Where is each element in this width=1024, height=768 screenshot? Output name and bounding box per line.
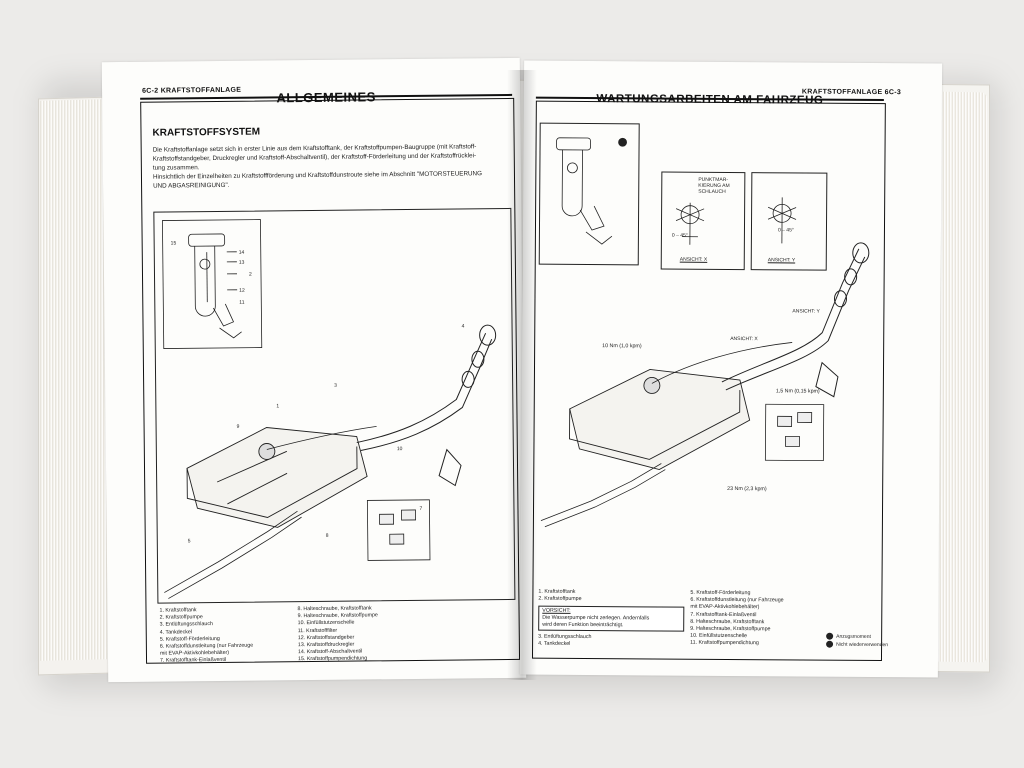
clamp-detail-drawing (379, 509, 416, 545)
callout-label: 13 (239, 260, 245, 266)
torque-symbol-icon (826, 632, 834, 640)
left-page-edges (40, 99, 110, 661)
legend-item: 2. Kraftstoffpumpe (538, 595, 582, 603)
legend-column-1: 1. Kraftstofftank 2. Kraftstoffpumpe (538, 589, 581, 604)
callout-label: 12 (239, 288, 245, 294)
key-torque: Anzugsmoment (836, 633, 871, 640)
callout-label: 3 (334, 383, 337, 389)
view-x-callout: ANSICHT: X (730, 335, 758, 343)
view-y-callout: ANSICHT: Y (792, 308, 820, 315)
fuel-system-diagram: 15 14 13 2 12 11 1 3 4 5 6 7 8 9 10 (162, 219, 497, 599)
book-gutter (507, 70, 537, 680)
detail-view-x: PUNKTMAR- KIERUNG AM SCHLAUCH 0 – 45° AN… (660, 171, 746, 271)
legend-column-2: 5. Kraftstoff-Förderleitung 6. Kraftstof… (690, 590, 784, 648)
fuel-pump-drawing (188, 233, 242, 339)
fuel-tank-drawing (186, 427, 368, 528)
subheading: KRAFTSTOFFSYSTEM (152, 126, 261, 139)
callout-label: 14 (239, 250, 245, 256)
key-reuse: Nicht wiederverwenden (836, 641, 889, 649)
legend-item: 11. Kraftstoffpumpendichtung (690, 640, 759, 647)
filler-neck-drawing (721, 242, 870, 398)
view-x-drawing (675, 202, 705, 245)
callout-label: 10 (397, 446, 403, 452)
fuel-lines-drawing (164, 425, 377, 599)
right-page-edges (935, 91, 987, 663)
service-diagram (540, 242, 870, 528)
legend-item: 15. Kraftstoffpumpendichtung (298, 655, 368, 663)
callout-label: 2 (249, 272, 252, 278)
fuel-tank-drawing (569, 368, 751, 470)
callout-label: 15 (171, 240, 177, 246)
callout-label: 11 (239, 300, 244, 306)
legend-item: 7. Kraftstofftank-Einlaßventil (160, 657, 227, 665)
clamp-detail-frame (764, 403, 825, 462)
left-page: 6C-2 KRAFTSTOFFANLAGE ALLGEMEINES KRAFTS… (101, 57, 527, 683)
detail-inset-frame (366, 499, 431, 561)
callout-label: 1 (276, 403, 279, 409)
pump-inset-frame (162, 219, 263, 349)
legend-column-2: 8. Halteschraube, Kraftstofftank 9. Halt… (297, 605, 378, 663)
fuel-lines-drawing (540, 342, 793, 528)
no-reuse-symbol-icon (826, 640, 834, 648)
fuel-pump-inset-drawing (556, 137, 627, 245)
right-page: KRAFTSTOFFANLAGE 6C-3 WARTUNGSARBEITEN A… (519, 60, 943, 678)
torque-spec: 23 Nm (2,3 kpm) (727, 485, 767, 493)
view-y-drawing (767, 197, 797, 244)
symbol-key: Anzugsmoment Nicht wiederverwenden (826, 632, 889, 649)
callout-label: 4 (462, 323, 465, 329)
legend-column-1: 1. Kraftstofftank 2. Kraftstoffpumpe 3. … (159, 607, 253, 666)
clamp-detail-drawing (777, 412, 813, 447)
legend-column-1b: 3. Entlüftungsschlauch 4. Tankdeckel (538, 634, 591, 649)
caution-line: wird deren Funktion beeinträchtigt. (542, 621, 624, 629)
filler-neck-drawing (356, 324, 497, 487)
caution-box: VORSICHT: Die Wasserpumpe nicht zerlegen… (538, 605, 685, 632)
pump-inset-box (538, 122, 640, 266)
callout-label: 5 (188, 538, 191, 544)
callout-label: 7 (419, 506, 422, 512)
legend-item: 4. Tankdeckel (538, 640, 571, 648)
torque-spec: 10 Nm (1,0 kpm) (602, 343, 642, 350)
callout-label: 8 (326, 533, 329, 539)
detail-view-y: 0 – 45° ANSICHT: Y (750, 172, 828, 271)
legend-item: mit EVAP-Aktivkohlebehälter) (690, 604, 760, 611)
intro-paragraph: Die Kraftstoffanlage setzt sich in erste… (153, 142, 511, 191)
torque-spec: 1,5 Nm (0,15 kpm) (775, 388, 820, 395)
callout-label: 9 (237, 424, 240, 430)
diagram-box: 15 14 13 2 12 11 1 3 4 5 6 7 8 9 10 (153, 207, 516, 604)
